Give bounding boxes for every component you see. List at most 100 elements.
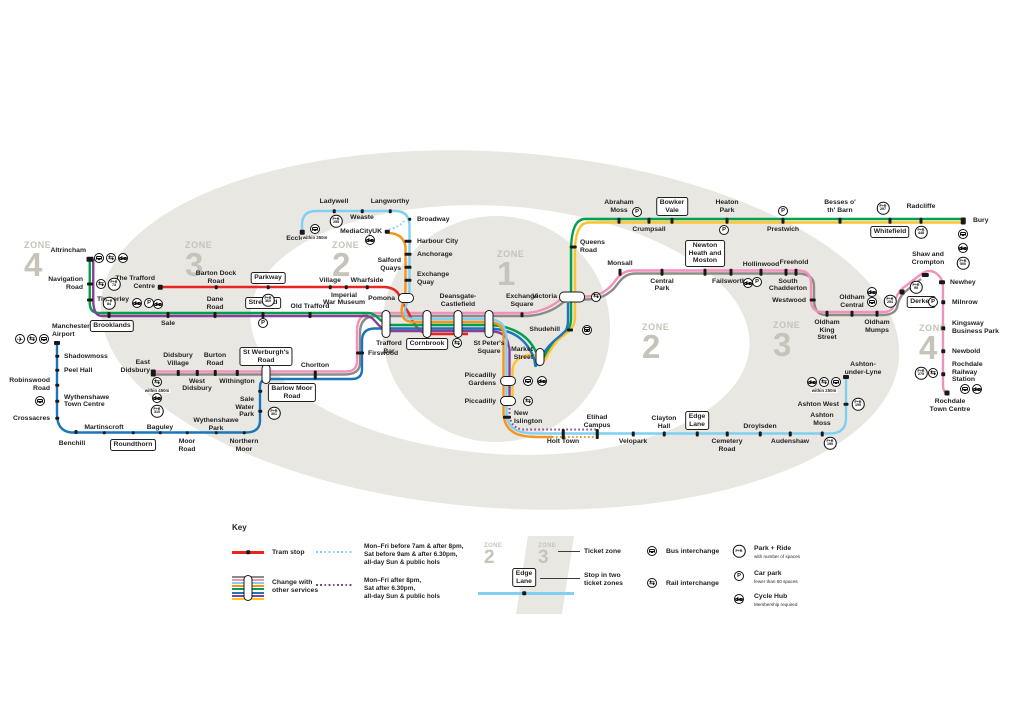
key-tram-stop-label: Tram stop [272,549,305,556]
station-marker-monsall [618,268,622,276]
station-marker-robinswood-road [55,383,59,387]
station-marker-barton-dock-road [214,285,218,289]
station-label-oldham-king-street: Oldham King Street [814,319,840,342]
key-car-park-label: Car park [754,570,782,577]
station-label-eccles: Eccles [286,235,308,242]
car-park-icon: P [778,206,788,216]
key-restricted1-sample [316,551,354,554]
station-label-west-didsbury: West Didsbury [182,377,212,393]
station-marker-derker [899,289,904,294]
station-marker-heaton-park [725,217,729,224]
station-marker-east-didsbury [150,369,156,377]
station-label-exchange-quay: Exchange Quay [417,271,450,286]
line-east-didsbury-rochdale [153,269,948,395]
station-label-prestwich: Prestwich [766,226,800,233]
station-marker-ashton-under-lyne [843,375,849,379]
station-label-withington: Withington [219,377,255,385]
zone-word: ZONE [332,240,360,250]
bus-interchange-icon [867,297,877,307]
key-bus-label: Bus interchange [666,548,720,555]
station-label-trafford-bar: Trafford Bar [376,340,402,355]
station-label-northern-moor: Northern Moor [229,438,259,453]
cycle-hub-icon [152,393,162,403]
station-label-cornbrook: Cornbrook [406,338,448,350]
key-ticket-zone-pointer [558,551,580,552]
station-marker-droylsden [758,431,762,436]
station-label-wythenshawe-town-centre: Wythenshawe Town Centre [64,393,110,409]
key-zone2-label: ZONE 2 [484,543,502,567]
station-label-roundthorn: Roundthorn [110,439,156,451]
station-label-sale-water-park: Sale Water Park [235,396,254,419]
rail-interchange-icon: ⇆ [819,377,829,387]
cycle-hub-icon [118,253,128,263]
cycle-hub-icon [537,376,547,386]
rail-interchange-icon: ⇆ [106,253,116,263]
station-label-wythenshawe-park: Wythenshawe Park [193,417,239,432]
rail-interchange-icon: ⇆ [928,368,938,378]
station-marker-weaste [360,209,364,213]
key-zone2-word: ZONE [484,543,503,549]
station-label-newbold: Newbold [952,347,981,355]
station-marker-pomona [398,293,414,303]
key-zone2-num: 2 [484,547,495,568]
station-label-holt-town: Holt Town [546,438,580,445]
car-park-icon: P [719,224,729,235]
station-label-weaste: Weaste [350,214,374,221]
station-label-shaw-and-crompton: Shaw and Crompton [911,251,945,266]
bus-interchange-icon [960,384,970,394]
key-restricted2-sample [316,584,354,587]
station-marker-ladywell [332,209,336,213]
station-label-oldham-mumps: Oldham Mumps [864,319,890,334]
station-label-newhey: Newhey [950,279,976,286]
key-car-park-sub: fewer than 50 spaces [754,578,798,584]
car-park-icon: P [752,277,762,287]
rail-interchange-icon: ⇆ [96,279,106,289]
station-label-failsworth: Failsworth [712,277,746,285]
station-marker-martinscroft [102,430,106,435]
station-marker-crossacres [55,416,59,420]
station-label-didsbury-village: Didsbury Village [163,352,193,367]
station-marker-northern-moor [242,430,246,435]
station-label-anchorage: Anchorage [417,250,453,258]
station-label-dane-road: Dane Road [206,296,224,311]
zone-number: 3 [773,326,792,363]
station-marker-cemetery-road [725,431,729,436]
station-marker-baguley [158,430,162,435]
cycle-hub-icon [365,235,375,245]
station-label-ashton-under-lyne: Ashton- under-Lyne [844,361,882,376]
station-marker-westwood [809,298,816,302]
station-marker-velopark [631,431,635,436]
station-label-bowker-vale: Bowker Vale [656,197,688,217]
station-marker-newton-heath-and-moston [703,268,707,276]
station-label-robinswood-road: Robinswood Road [9,377,50,392]
station-marker-parkway [266,285,270,289]
line-mediacity-piccadilly [388,231,552,439]
station-label-parkway: Parkway [250,272,286,284]
station-label-manchester-airport: Manchester Airport [52,323,90,338]
icon-note: within 250m [810,387,838,393]
rail-interchange-icon: ⇆ [591,291,601,302]
station-label-exchange-square: Exchange Square [505,293,539,308]
station-label-mediacityuk: MediaCityUK [340,228,382,235]
station-label-bury: Bury [973,217,989,224]
cycle-hub-icon [807,377,817,387]
station-marker-bury [960,217,966,225]
station-label-rochdale-railway-station: Rochdale Railway Station [952,361,983,384]
station-marker-sale [166,311,170,318]
bus-interchange-icon [523,376,533,386]
rail-interchange-icon: ⇆ [647,578,657,588]
station-marker-village [328,285,332,289]
rail-interchange-icon: ⇆ [452,338,462,348]
station-label-benchill: Benchill [58,440,86,447]
station-marker-oldham-king-street [825,310,829,317]
station-label-moor-road: Moor Road [178,438,196,453]
station-marker-rochdale-railway-station [941,372,945,376]
station-marker-central-park [660,268,664,276]
station-marker-piccadilly [500,396,516,406]
rail-interchange-icon: ⇆ [523,396,533,406]
